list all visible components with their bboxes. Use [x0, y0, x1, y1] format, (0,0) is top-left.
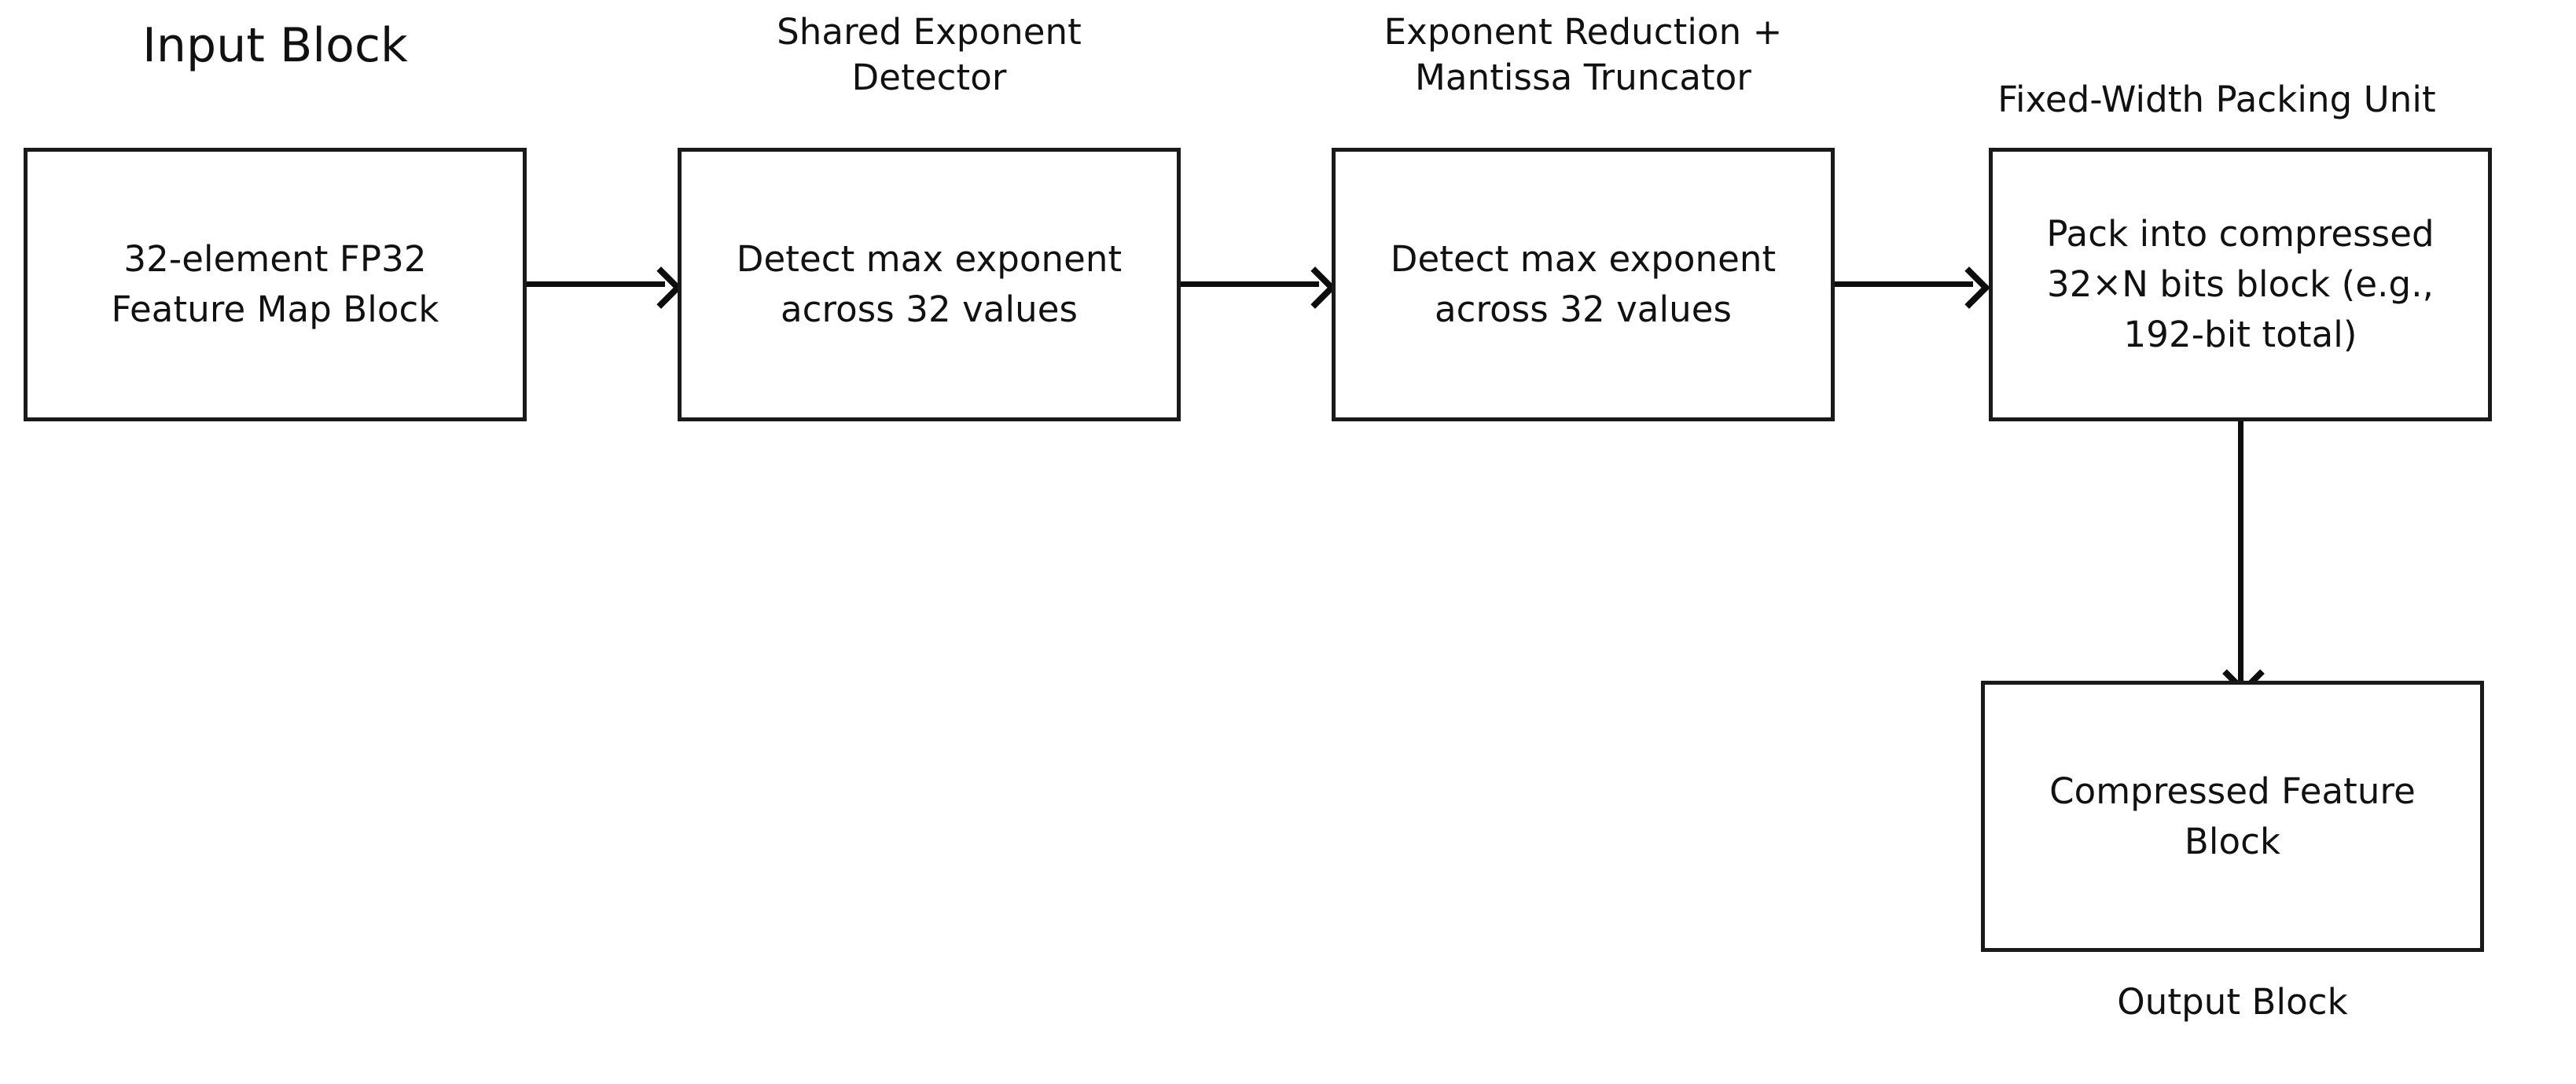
connector-detector-to-reduction-line	[1181, 281, 1319, 287]
node-input-block[interactable]: 32-element FP32 Feature Map Block	[24, 148, 527, 421]
node-exponent-reduction-mantissa-truncator-text: Detect max exponent across 32 values	[1390, 238, 1777, 330]
stage-caption-shared-exponent-detector: Shared Exponent Detector	[777, 11, 1082, 98]
node-exponent-reduction-mantissa-truncator[interactable]: Detect max exponent across 32 values	[1332, 148, 1835, 421]
node-output-block-text: Compressed Feature Block	[2049, 770, 2416, 862]
stage-caption-input: Input Block	[142, 18, 408, 73]
stage-caption-fixed-width-packing-unit: Fixed-Width Packing Unit	[1997, 79, 2436, 120]
node-fixed-width-packing-unit[interactable]: Pack into compressed 32×N bits block (e.…	[1989, 148, 2492, 421]
connector-input-to-detector-arrowhead-icon	[640, 266, 682, 309]
node-shared-exponent-detector[interactable]: Detect max exponent across 32 values	[678, 148, 1181, 421]
node-output-block[interactable]: Compressed Feature Block	[1981, 681, 2484, 952]
stage-caption-output: Output Block	[2117, 981, 2348, 1023]
connector-input-to-detector-line	[527, 281, 665, 287]
connector-reduction-to-packing-arrowhead-icon	[1948, 266, 1990, 309]
node-input-block-text: 32-element FP32 Feature Map Block	[111, 238, 439, 330]
node-fixed-width-packing-unit-text: Pack into compressed 32×N bits block (e.…	[2046, 213, 2435, 355]
connector-reduction-to-packing-line	[1835, 281, 1973, 287]
stage-caption-exponent-reduction: Exponent Reduction + Mantissa Truncator	[1384, 11, 1783, 98]
node-shared-exponent-detector-text: Detect max exponent across 32 values	[736, 238, 1123, 330]
connector-detector-to-reduction-arrowhead-icon	[1294, 266, 1336, 309]
connector-packing-to-output-line	[2238, 421, 2243, 681]
